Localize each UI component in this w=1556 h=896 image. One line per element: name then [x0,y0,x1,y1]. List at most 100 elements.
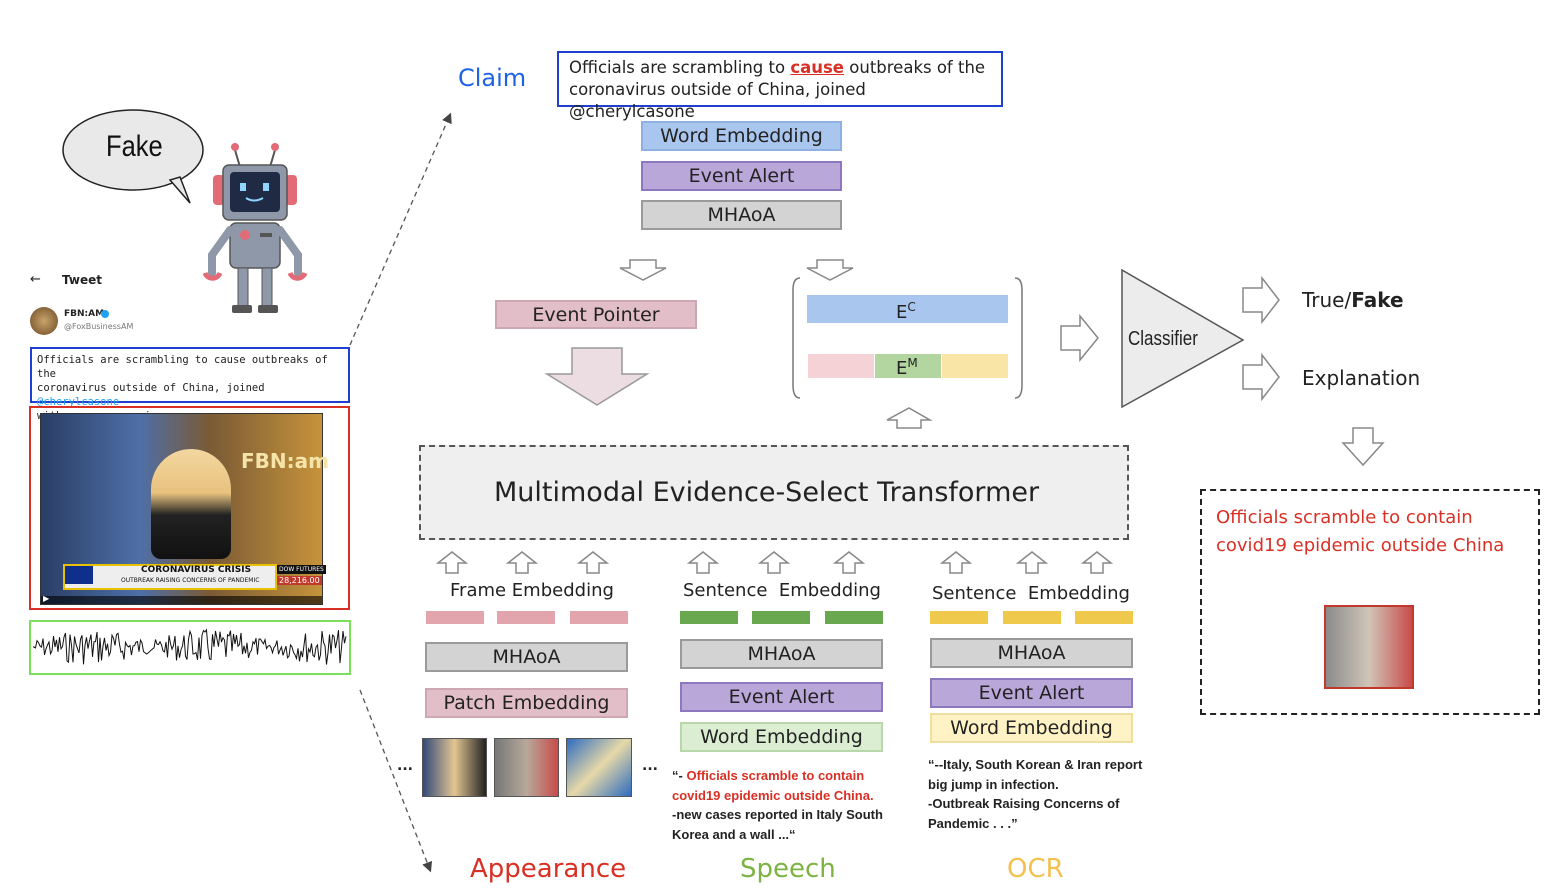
speech-transcript: “- Officials scramble to contain covid19… [672,768,883,842]
appearance-patch-embedding: Patch Embedding [425,688,628,718]
ocr-embedding-label: Sentence Embedding [932,583,1130,604]
speech-token [680,611,738,624]
play-icon[interactable]: ▶ [43,594,50,603]
claim-label: Claim [458,64,527,92]
bracket-right [1014,277,1023,399]
audio-waveform-box [29,620,351,675]
frame-thumbnail [494,738,559,797]
video-number: 28,216.00 [277,576,322,585]
appearance-token [570,611,628,624]
appearance-ellipsis-left: ... [397,758,413,774]
speech-mhaoa: MHAoA [680,639,883,669]
claim-mhaoa: MHAoA [641,200,842,230]
video-logo: FBN:am [241,449,329,473]
video-frame[interactable]: FBN:am CORONAVIRUS CRISIS OUTBREAK RAISI… [40,413,329,605]
appearance-title: Appearance [470,854,627,884]
transformer-label: Multimodal Evidence-Select Transformer [494,477,1040,508]
speech-embedding-label: Sentence Embedding [683,580,881,601]
speech-title: Speech [740,854,836,884]
em-bar-speech [875,354,941,378]
video-fox-logo [65,566,93,584]
tweet-header: Tweet [62,273,102,287]
up-arrow-icon [686,551,720,574]
up-arrow-icon [832,551,866,574]
right-arrow-icon [1060,313,1099,363]
anchor-figure [151,449,231,559]
speech-token [825,611,883,624]
video-banner-bar [63,564,277,590]
classifier-label: Classifier [1128,328,1198,350]
claim-word-embedding: Word Embedding [641,121,842,151]
classifier-triangle [1121,268,1245,409]
right-arrow-icon [1242,352,1280,402]
avatar[interactable] [30,307,58,335]
explanation-line1: Officials scramble to contain [1216,507,1473,528]
tweet-text-line2: coronavirus outside of China, joined [37,382,265,394]
claim-event-alert: Event Alert [641,161,842,191]
em-label: EM [896,356,918,379]
account-handle[interactable]: @FoxBusinessAM [64,322,134,331]
speech-word-embedding: Word Embedding [680,722,883,752]
frame-thumbnail [422,738,487,797]
speech-event-alert: Event Alert [680,682,883,712]
video-subbanner: OUTBREAK RAISING CONCERNS OF PANDEMIC [121,577,260,584]
down-arrow-icon [806,259,854,281]
verified-badge-icon [101,310,109,318]
down-arrow-icon [1341,427,1385,467]
tweet-mention-link[interactable]: @cherylcasone [37,396,120,408]
up-arrow-icon [886,407,933,429]
up-arrow-icon [757,551,791,574]
up-arrow-icon [1080,551,1114,574]
big-down-arrow-icon [544,347,650,406]
tweet-video-box[interactable]: FBN:am CORONAVIRUS CRISIS OUTBREAK RAISI… [29,406,350,610]
waveform-graphic [32,628,347,665]
claim-connector [349,112,452,346]
output-explanation: Explanation [1302,366,1421,390]
up-arrow-icon [505,551,539,574]
ocr-word-embedding: Word Embedding [930,713,1133,743]
speech-token [752,611,810,624]
appearance-embedding-label: Frame Embedding [450,580,614,601]
back-arrow-icon[interactable]: ← [30,272,41,287]
video-progress-bar[interactable] [41,596,322,604]
ec-label: EC [896,300,916,323]
claim-text-before: Officials are scrambling to [569,58,791,77]
ocr-mhaoa: MHAoA [930,638,1133,668]
down-arrow-icon [619,259,667,281]
explanation-thumbnail [1324,605,1414,689]
ocr-token [1075,611,1133,624]
bracket-left [792,277,801,399]
ocr-token [1003,611,1061,624]
ocr-event-alert: Event Alert [930,678,1133,708]
ocr-title: OCR [1007,854,1064,884]
claim-highlight-word: cause [790,58,845,77]
right-arrow-icon [1242,275,1280,325]
account-name[interactable]: FBN:AM [64,309,105,319]
transformer-box [419,445,1129,540]
claim-text-after: outbreaks of the [844,58,986,77]
tweet-text-line1: Officials are scrambling to cause outbre… [37,354,328,380]
appearance-mhaoa: MHAoA [425,642,628,672]
up-arrow-icon [1015,551,1049,574]
output-true-fake: True/Fake [1302,288,1404,312]
explanation-line2: covid19 epidemic outside China [1216,535,1505,556]
claim-text-box: Officials are scrambling to cause outbre… [557,51,1003,121]
frame-thumbnail [566,738,632,797]
video-banner: CORONAVIRUS CRISIS [141,565,252,575]
video-ticker: DOW FUTURES [277,565,326,574]
claim-text-line2: coronavirus outside of China, joined @ch… [569,80,866,121]
em-bar-ocr [942,354,1008,378]
appearance-token [497,611,555,624]
robot-speech-text: Fake [106,130,163,163]
ec-bar [807,295,1008,323]
up-arrow-icon [939,551,973,574]
up-arrow-icon [435,551,469,574]
ocr-token [930,611,988,624]
appearance-ellipsis-right: ... [642,758,658,774]
up-arrow-icon [576,551,610,574]
explanation-box: Officials scramble to contain covid19 ep… [1200,489,1540,715]
appearance-token [426,611,484,624]
event-pointer: Event Pointer [495,300,697,329]
